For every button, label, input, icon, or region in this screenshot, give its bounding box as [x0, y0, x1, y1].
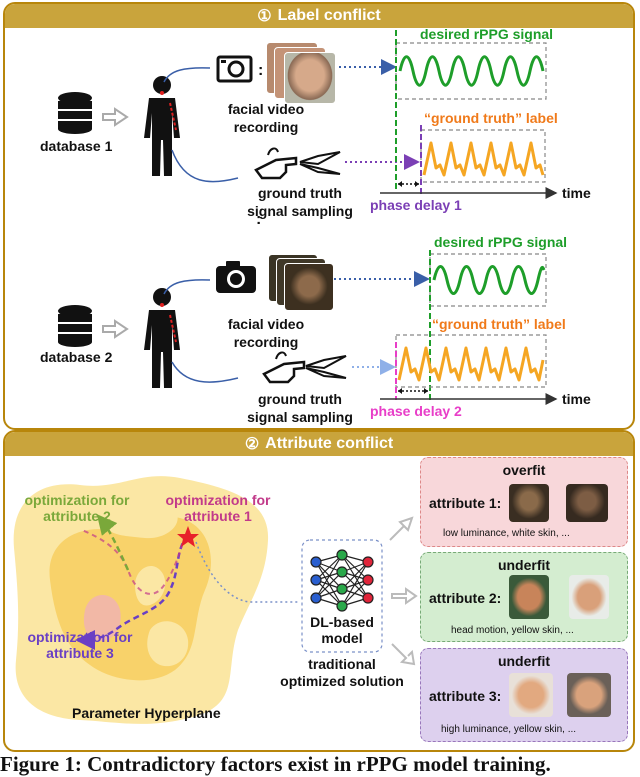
camera-icon	[216, 261, 256, 293]
attribute-label: attribute 3:	[429, 688, 502, 704]
face-stack-2	[268, 254, 338, 312]
attribute-box-2: underfit attribute 2: head motion, yello…	[420, 552, 628, 642]
fit-status: underfit	[497, 653, 551, 669]
database-label: database 1	[40, 138, 113, 154]
face-image	[566, 484, 608, 522]
face-image	[284, 52, 336, 104]
hand-icon	[254, 147, 298, 180]
phase-delay-label: phase delay 2	[370, 403, 462, 419]
attribute-conflict-header: ② Attribute conflict	[5, 432, 633, 456]
hyperplane-label: Parameter Hyperplane	[72, 705, 221, 721]
label-conflict-graphics	[58, 30, 558, 405]
face-image	[567, 673, 611, 717]
camera-icon	[216, 55, 253, 83]
attribute-box-1: overfit attribute 1: low luminance, whit…	[420, 457, 628, 547]
sensor-clip-icon	[299, 151, 341, 175]
attribute-label: attribute 2:	[429, 590, 502, 606]
sensor-clip-icon	[305, 355, 347, 379]
time-label: time	[562, 185, 591, 201]
attribute-detail: low luminance, white skin, ...	[443, 528, 570, 539]
ground-truth-label: “ground truth” label	[424, 110, 558, 126]
star-icon	[177, 526, 199, 547]
person-icon	[144, 76, 180, 176]
database-label: database 2	[40, 349, 113, 365]
label-conflict-header: ① Label conflict	[5, 4, 633, 28]
figure-caption: Figure 1: Contradictory factors exist in…	[0, 752, 551, 776]
fit-status: overfit	[502, 462, 546, 478]
arrow-icon	[389, 516, 414, 541]
neural-network-icon	[310, 549, 374, 612]
phase-delay-label: phase delay 1	[370, 197, 462, 213]
attribute-box-3: underfit attribute 3: high luminance, ye…	[420, 648, 628, 742]
row-1	[58, 30, 558, 199]
ground-truth-wave	[397, 346, 545, 382]
attribute-detail: head motion, yellow skin, ...	[451, 625, 574, 636]
attribute-detail: high luminance, yellow skin, ...	[441, 724, 577, 735]
desired-signal-label: desired rPPG signal	[420, 26, 554, 42]
panel-number: ①	[257, 8, 272, 25]
database-icon	[58, 92, 92, 134]
attribute-label: attribute 1:	[429, 495, 502, 511]
arrow-icon	[391, 643, 416, 666]
panel-title: Attribute conflict	[265, 435, 394, 452]
panel-number: ②	[244, 436, 260, 453]
arrow-icon	[391, 587, 418, 605]
attribute-conflict-graphics	[13, 476, 418, 724]
face-image	[509, 484, 549, 522]
database-icon	[58, 305, 92, 347]
face-image	[509, 673, 553, 717]
desired-rppg-wave	[398, 55, 545, 87]
desired-signal-label: desired rPPG signal	[434, 234, 568, 250]
row-2	[58, 250, 558, 405]
arrow-icon	[102, 107, 129, 127]
face-image	[569, 575, 609, 619]
person-icon	[144, 288, 180, 388]
hand-icon	[262, 351, 306, 384]
face-stack-1	[266, 42, 336, 104]
face-image	[284, 263, 334, 311]
ground-truth-label: “ground truth” label	[432, 316, 566, 332]
fit-status: underfit	[497, 557, 551, 573]
face-image	[509, 575, 549, 619]
panel-title: Label conflict	[277, 7, 381, 24]
desired-rppg-wave	[432, 265, 546, 295]
arrow-icon	[102, 319, 129, 339]
ground-truth-wave	[422, 141, 545, 177]
time-label: time	[562, 391, 591, 407]
